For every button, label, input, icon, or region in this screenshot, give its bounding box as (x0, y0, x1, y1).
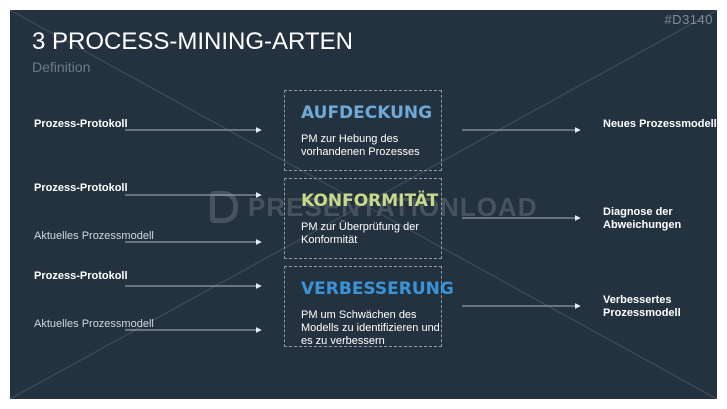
slide: #D3140 3 PROCESS-MINING-ARTEN Definition… (10, 10, 717, 399)
page-title: 3 PROCESS-MINING-ARTEN (32, 28, 353, 55)
input-label: Prozess-Protokoll (34, 118, 128, 130)
background-diagonals (10, 10, 717, 399)
output-label: Neues Prozessmodell (603, 118, 717, 130)
type-description: PM zur Überprüfung der Konformität (301, 221, 419, 246)
type-heading: AUFDECKUNG (301, 103, 433, 123)
type-box-conformance: KONFORMITÄT PM zur Überprüfung der Konfo… (284, 178, 442, 259)
type-heading: KONFORMITÄT (301, 191, 439, 211)
output-label: Diagnose der Abweichungen (603, 206, 682, 231)
input-label: Aktuelles Prozessmodell (34, 318, 154, 330)
input-label: Prozess-Protokoll (34, 182, 128, 194)
input-label: Aktuelles Prozessmodell (34, 230, 154, 242)
page-subtitle: Definition (32, 59, 91, 75)
type-heading: VERBESSERUNG (301, 279, 454, 299)
type-description: PM zur Hebung des vorhandenen Prozesses (301, 133, 420, 158)
arrows (125, 127, 581, 333)
watermark: PRESENTATIONLOAD (210, 191, 537, 223)
watermark-text: PRESENTATIONLOAD (248, 191, 538, 222)
output-label: Verbessertes Prozessmodell (603, 294, 681, 319)
type-description: PM um Schwächen des Modells zu identifiz… (301, 309, 440, 347)
slide-code: #D3140 (664, 12, 713, 27)
watermark-logo-icon (210, 191, 238, 223)
type-box-enhancement: VERBESSERUNG PM um Schwächen des Modells… (284, 266, 454, 347)
input-label: Prozess-Protokoll (34, 270, 128, 282)
type-box-discovery: AUFDECKUNG PM zur Hebung des vorhandenen… (284, 90, 442, 171)
